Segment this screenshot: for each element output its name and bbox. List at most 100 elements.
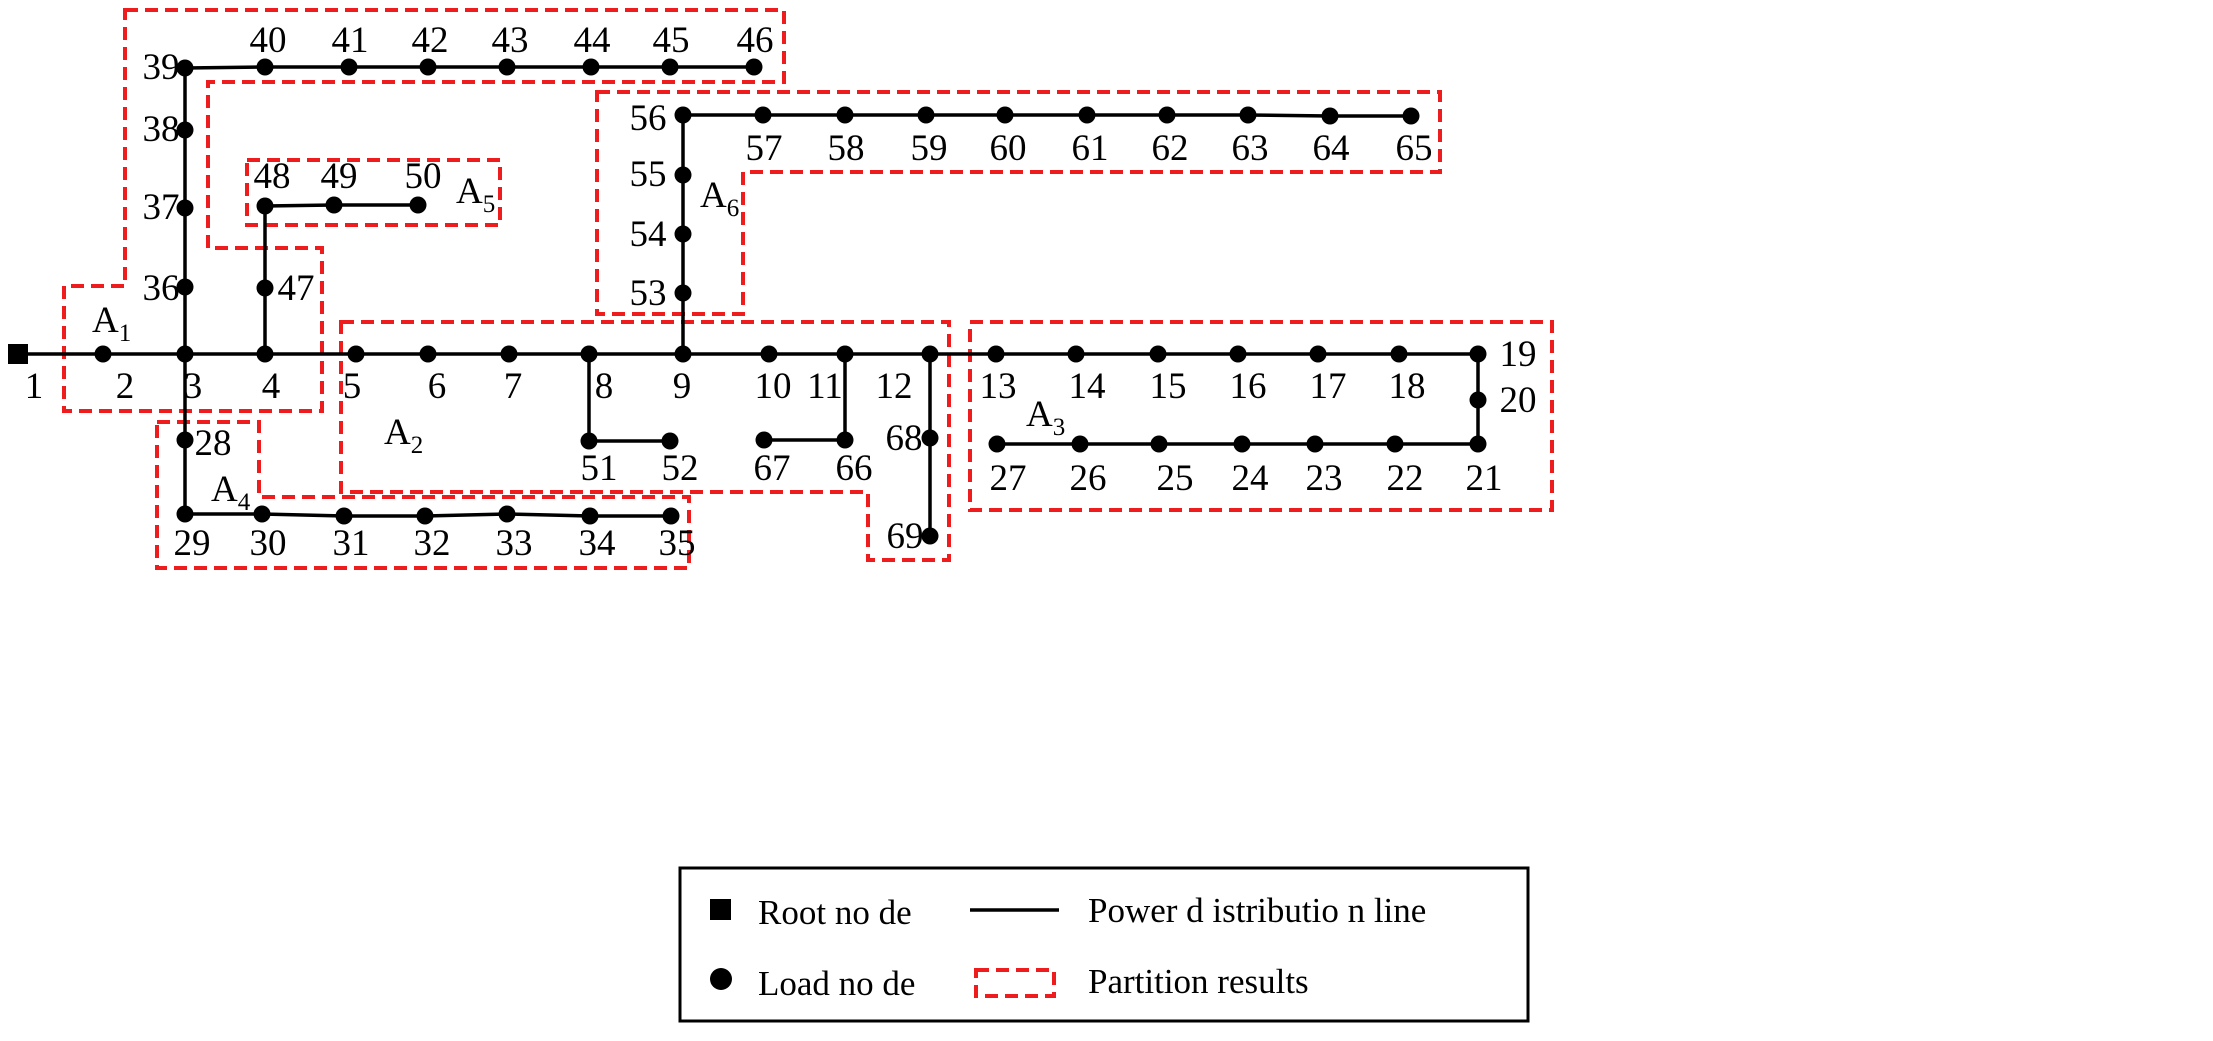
partition-boundary-a6 xyxy=(595,90,1442,316)
legend: Root no de Load no de Power d istributio… xyxy=(678,866,1530,1023)
node-label-4: 4 xyxy=(262,366,281,407)
load-node-62 xyxy=(1158,106,1176,124)
node-label-45: 45 xyxy=(653,20,690,61)
node-label-55: 55 xyxy=(630,154,667,195)
legend-root-node-text: Root no de xyxy=(758,893,912,932)
load-node-59 xyxy=(917,106,935,124)
load-node-31 xyxy=(335,507,353,525)
node-label-7: 7 xyxy=(504,366,523,407)
legend-load-node-symbol xyxy=(710,968,732,990)
load-node-69 xyxy=(921,527,939,545)
load-node-25 xyxy=(1150,435,1168,453)
legend-partition-text: Partition results xyxy=(1088,962,1309,1001)
node-label-16: 16 xyxy=(1230,366,1267,407)
load-node-46 xyxy=(745,58,763,76)
legend-partition-symbol xyxy=(974,968,1056,998)
partition-boundary-a5 xyxy=(245,158,502,227)
load-node-51 xyxy=(580,432,598,450)
load-node-57 xyxy=(754,106,772,124)
legend-line-text: Power d istributio n line xyxy=(1088,891,1426,930)
load-node-5 xyxy=(347,345,365,363)
node-label-63: 63 xyxy=(1232,128,1269,169)
node-label-20: 20 xyxy=(1500,380,1537,421)
area-label-a6: A6 xyxy=(700,175,739,222)
node-label-40: 40 xyxy=(250,20,287,61)
node-label-58: 58 xyxy=(828,128,865,169)
partition-boundary-a2 xyxy=(339,320,951,562)
node-label-65: 65 xyxy=(1396,128,1433,169)
node-label-18: 18 xyxy=(1389,366,1426,407)
node-label-66: 66 xyxy=(836,448,873,489)
area-label-a1: A1 xyxy=(92,300,131,347)
node-label-17: 17 xyxy=(1310,366,1347,407)
node-label-54: 54 xyxy=(630,214,667,255)
load-node-16 xyxy=(1229,345,1247,363)
load-node-64 xyxy=(1321,107,1339,125)
node-label-49: 49 xyxy=(321,156,358,197)
load-node-23 xyxy=(1306,435,1324,453)
node-label-1: 1 xyxy=(25,366,44,407)
node-label-14: 14 xyxy=(1069,366,1106,407)
load-node-67 xyxy=(755,431,773,449)
node-label-39: 39 xyxy=(143,47,180,88)
load-node-15 xyxy=(1149,345,1167,363)
load-node-13 xyxy=(987,345,1005,363)
load-node-12 xyxy=(921,345,939,363)
node-label-53: 53 xyxy=(630,273,667,314)
node-label-52: 52 xyxy=(662,448,699,489)
partition-boundaries xyxy=(62,8,1554,570)
node-label-36: 36 xyxy=(143,268,180,309)
load-node-17 xyxy=(1309,345,1327,363)
load-node-7 xyxy=(500,345,518,363)
legend-load-node-text: Load no de xyxy=(758,964,915,1003)
load-node-50 xyxy=(409,196,427,214)
load-node-48 xyxy=(256,197,274,215)
load-node-4 xyxy=(256,345,274,363)
node-label-51: 51 xyxy=(581,448,618,489)
node-label-35: 35 xyxy=(659,523,696,564)
node-label-69: 69 xyxy=(887,516,924,557)
load-node-58 xyxy=(836,106,854,124)
line-32-33 xyxy=(424,512,508,518)
node-label-59: 59 xyxy=(911,128,948,169)
load-node-37 xyxy=(176,199,194,217)
node-label-23: 23 xyxy=(1306,458,1343,499)
load-node-55 xyxy=(674,166,692,184)
load-node-6 xyxy=(419,345,437,363)
node-label-37: 37 xyxy=(143,187,180,228)
load-node-20 xyxy=(1469,391,1487,409)
node-label-60: 60 xyxy=(990,128,1027,169)
load-node-63 xyxy=(1239,106,1257,124)
partition-boundary-a3 xyxy=(968,320,1554,512)
node-label-62: 62 xyxy=(1152,128,1189,169)
line-63-64 xyxy=(1247,113,1331,118)
node-label-13: 13 xyxy=(980,366,1017,407)
load-node-54 xyxy=(674,225,692,243)
load-node-42 xyxy=(419,58,437,76)
load-node-66 xyxy=(836,431,854,449)
load-node-28 xyxy=(176,431,194,449)
load-node-27 xyxy=(988,435,1006,453)
load-node-3 xyxy=(176,345,194,363)
legend-root-node-symbol xyxy=(710,899,731,920)
network-nodes xyxy=(8,58,1487,545)
node-label-68: 68 xyxy=(886,418,923,459)
node-label-30: 30 xyxy=(250,523,287,564)
line-39-40 xyxy=(184,65,266,70)
node-label-34: 34 xyxy=(579,523,616,564)
node-label-29: 29 xyxy=(174,523,211,564)
node-label-15: 15 xyxy=(1150,366,1187,407)
load-node-52 xyxy=(661,432,679,450)
node-label-42: 42 xyxy=(412,20,449,61)
partition-boundary-a4 xyxy=(155,420,691,570)
node-label-46: 46 xyxy=(737,20,774,61)
load-node-41 xyxy=(340,58,358,76)
load-node-10 xyxy=(760,345,778,363)
load-node-68 xyxy=(921,429,939,447)
node-label-8: 8 xyxy=(595,366,614,407)
node-label-33: 33 xyxy=(496,523,533,564)
load-node-30 xyxy=(253,505,271,523)
node-label-48: 48 xyxy=(254,156,291,197)
